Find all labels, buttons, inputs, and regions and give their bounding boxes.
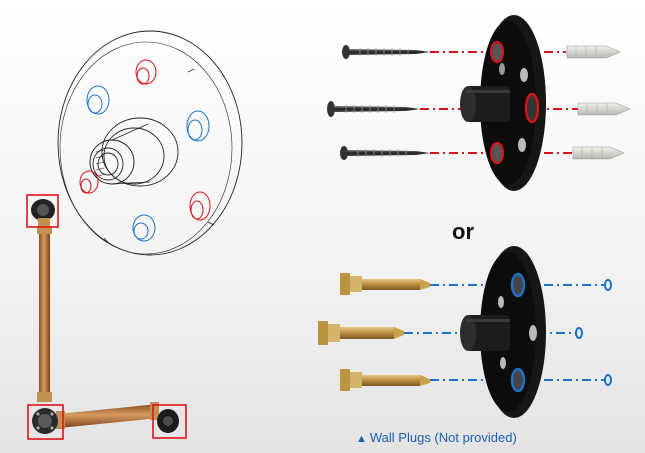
- wood-screw-1: [342, 45, 430, 59]
- pipe-right-flange: [157, 409, 179, 433]
- wall-plug-3: [572, 146, 625, 160]
- wall-plugs-caption: ▲Wall Plugs (Not provided): [356, 430, 517, 445]
- wood-screw-3: [340, 146, 430, 160]
- expansion-bolt-2: [318, 321, 404, 345]
- screw-mount-assembly: [327, 15, 631, 191]
- bolt-end-ring-1: [604, 279, 612, 291]
- triangle-marker-icon: ▲: [356, 433, 367, 445]
- or-label: or: [452, 219, 474, 244]
- highlight-box-top: [26, 194, 59, 228]
- pipe-top-flange: [31, 199, 55, 228]
- expansion-bolt-1: [340, 273, 430, 295]
- wood-screw-2: [327, 101, 420, 117]
- bolt-mount-assembly: [318, 246, 612, 418]
- flange-line-drawing: [57, 30, 243, 256]
- copper-pipe-assembly: [26, 194, 187, 440]
- caption-text: Wall Plugs (Not provided): [369, 430, 517, 445]
- expansion-bolt-3: [340, 369, 430, 391]
- wall-plug-2: [577, 102, 631, 116]
- wall-plug-1: [566, 45, 621, 59]
- black-flange-bottom: [460, 246, 546, 418]
- bolt-end-ring-2: [575, 327, 583, 339]
- bolt-end-ring-3: [604, 374, 612, 386]
- highlight-box-right: [152, 404, 187, 439]
- flange-drawing-blue-holes: [86, 85, 210, 242]
- pipe-corner-fitting: [32, 408, 58, 434]
- highlight-box-corner: [27, 404, 64, 440]
- black-flange-top: [460, 15, 546, 191]
- flange-drawing-red-holes: [79, 59, 211, 221]
